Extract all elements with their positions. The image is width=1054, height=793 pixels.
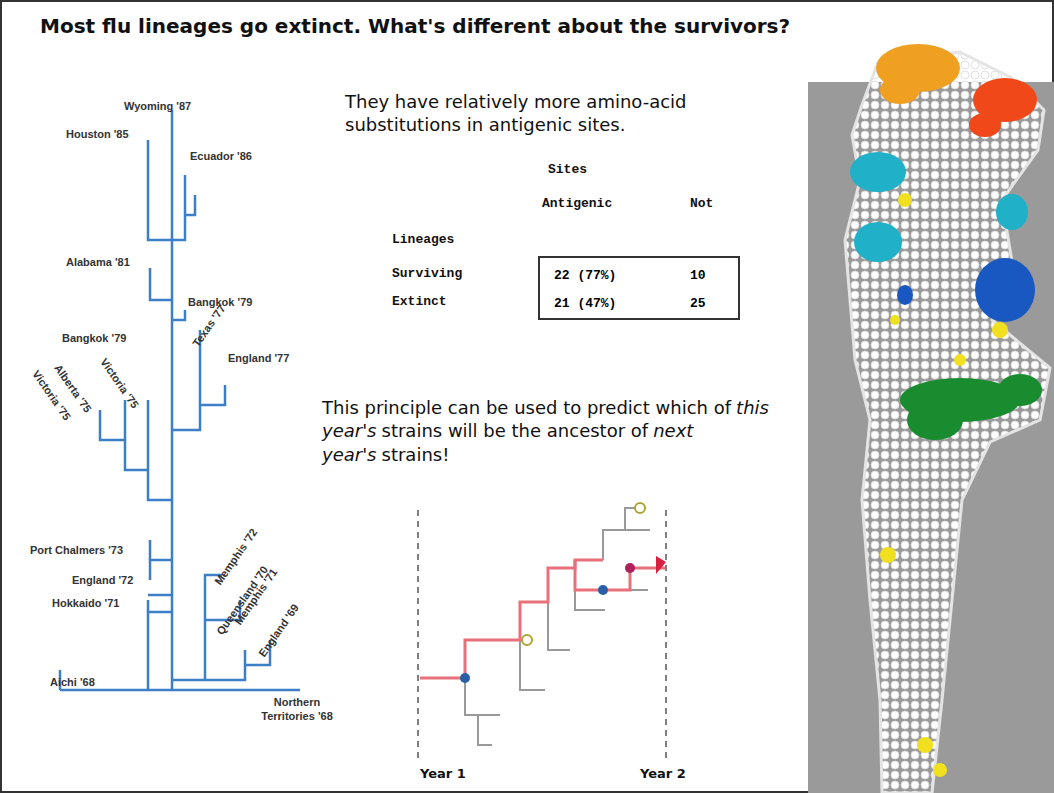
slide-title: Most flu lineages go extinct. What's dif… [40,14,790,38]
hemagglutinin-structure [808,44,1054,793]
strain-label: Wyoming '87 [124,100,191,112]
table-box: 22 (77%) 10 21 (47%) 25 [538,256,740,320]
strain-label: Bangkok '79 [62,332,126,344]
strain-label: Alabama '81 [66,256,130,268]
strain-label: Texas '77 [190,302,228,348]
strain-label: Aichi '68 [50,676,95,688]
note-text: strains will be the ancestor of [382,420,649,441]
note-text: Year 2 [640,766,686,783]
table-header: Sites [548,162,587,177]
note-text: This principle can be used to predict wh… [322,397,731,418]
table-header: Extinct [392,294,447,309]
note-text: They have relatively more amino-acid sub… [345,90,795,137]
table-header: Surviving [392,266,462,281]
strain-label: Houston '85 [66,128,129,140]
strain-label: Ecuador '86 [190,150,252,162]
table-header: Lineages [392,232,454,247]
strain-label: England '72 [72,574,133,586]
table-cell: 25 [690,296,706,311]
table-header: Not [690,196,713,211]
strain-label: Northern Territories '68 [252,696,342,724]
note-text: This principle can be used to predict wh… [322,396,802,466]
strain-label: Port Chalmers '73 [30,544,123,556]
table-cell: 22 (77%) [554,268,616,283]
note-text: Year 1 [420,766,466,783]
strain-label: Hokkaido '71 [52,597,119,609]
strain-label: Victoria '75 [98,356,141,410]
prediction-tree [418,503,666,760]
strain-label: England '69 [256,602,301,659]
strain-label: England '77 [228,352,289,364]
table-cell: 21 (47%) [554,296,616,311]
note-text: strains! [382,444,450,465]
table-header: Antigenic [542,196,612,211]
table-cell: 10 [690,268,706,283]
